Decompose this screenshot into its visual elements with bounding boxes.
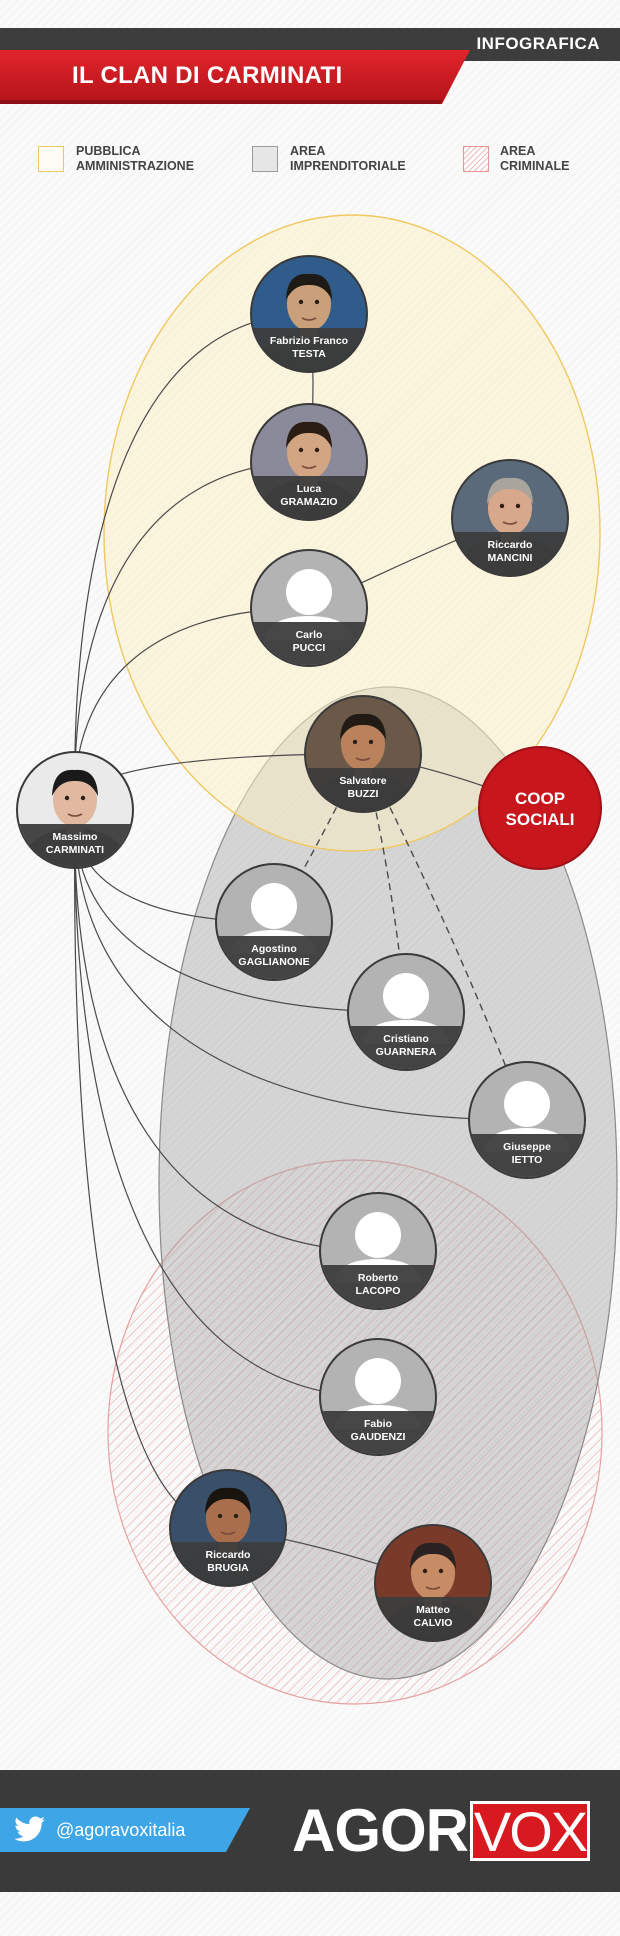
person-first-name: Luca: [297, 483, 322, 495]
person-first-name: Fabio: [364, 1418, 392, 1430]
legend-label-pubblica: PUBBLICA AMMINISTRAZIONE: [76, 144, 226, 174]
legend-swatch-pubblica: [38, 146, 64, 172]
person-last-name: TESTA: [292, 348, 326, 360]
link-buzzi-gaglianone: [273, 753, 364, 923]
person-first-name: Carlo: [296, 629, 323, 641]
coop-label-line2: SOCIALI: [506, 810, 575, 829]
portrait-photo: [376, 1526, 490, 1640]
person-last-name: CALVIO: [414, 1617, 453, 1629]
legend-line: AMMINISTRAZIONE: [76, 159, 195, 173]
twitter-bird-icon: [14, 1816, 45, 1842]
twitter-tab[interactable]: [0, 1808, 250, 1852]
link-carminati-lacopo: [74, 809, 379, 1252]
legend-line: IMPRENDITORIALE: [290, 159, 406, 173]
person-first-name: Riccardo: [488, 539, 533, 551]
coop-label-line1: COOP: [515, 789, 565, 808]
person-last-name: LACOPO: [356, 1285, 401, 1297]
person-last-name: BUZZI: [348, 788, 379, 800]
person-first-name: Fabrizio Franco: [270, 335, 348, 347]
legend-label-criminale: AREA CRIMINALE: [500, 144, 620, 174]
legend-label-imprenditoriale: AREA IMPRENDITORIALE: [290, 144, 440, 174]
logo-vox: VOX: [470, 1801, 590, 1861]
title-ribbon: [0, 50, 470, 104]
link-carminati-gaudenzi: [74, 809, 379, 1398]
portrait-photo: [453, 461, 567, 575]
person-last-name: BRUGIA: [207, 1562, 249, 1574]
person-last-name: GAUDENZI: [351, 1431, 406, 1443]
person-first-name: Roberto: [358, 1272, 398, 1284]
legend-swatch-criminale: [463, 146, 489, 172]
person-first-name: Agostino: [251, 943, 297, 955]
twitter-handle[interactable]: @agoravoxitalia: [56, 1820, 186, 1840]
person-last-name: GRAMAZIO: [280, 496, 337, 508]
person-last-name: GUARNERA: [376, 1046, 437, 1058]
person-last-name: CARMINATI: [46, 844, 104, 856]
link-carminati-ietto: [74, 809, 528, 1121]
legend-line: AREA: [500, 144, 536, 158]
legend-swatch-imprenditoriale: [252, 146, 278, 172]
link-carminati-gramazio: [74, 461, 310, 811]
person-last-name: MANCINI: [488, 552, 533, 564]
portrait-photo: [18, 753, 132, 867]
avatar-placeholder-icon: [321, 1194, 435, 1308]
person-first-name: Giuseppe: [503, 1141, 551, 1153]
page-title: IL CLAN DI CARMINATI: [72, 62, 343, 89]
person-first-name: Massimo: [53, 831, 98, 843]
link-carminati-testa: [74, 313, 310, 811]
legend-line: PUBBLICA: [76, 144, 141, 158]
person-first-name: Salvatore: [339, 775, 386, 787]
person-first-name: Matteo: [416, 1604, 450, 1616]
coop-sociali-node: COOP SOCIALI: [478, 746, 602, 870]
person-last-name: GAGLIANONE: [238, 956, 309, 968]
legend-line: CRIMINALE: [500, 159, 570, 173]
portrait-photo: [306, 697, 420, 811]
person-first-name: Riccardo: [206, 1549, 251, 1561]
legend-line: AREA: [290, 144, 326, 158]
person-last-name: PUCCI: [293, 642, 326, 654]
coop-circle: [478, 746, 602, 870]
person-last-name: IETTO: [512, 1154, 543, 1166]
portrait-photo: [171, 1471, 285, 1585]
area-pubblica-amministrazione: [103, 214, 601, 852]
person-first-name: Cristiano: [383, 1033, 429, 1045]
infografica-tag: INFOGRAFICA: [476, 34, 600, 53]
